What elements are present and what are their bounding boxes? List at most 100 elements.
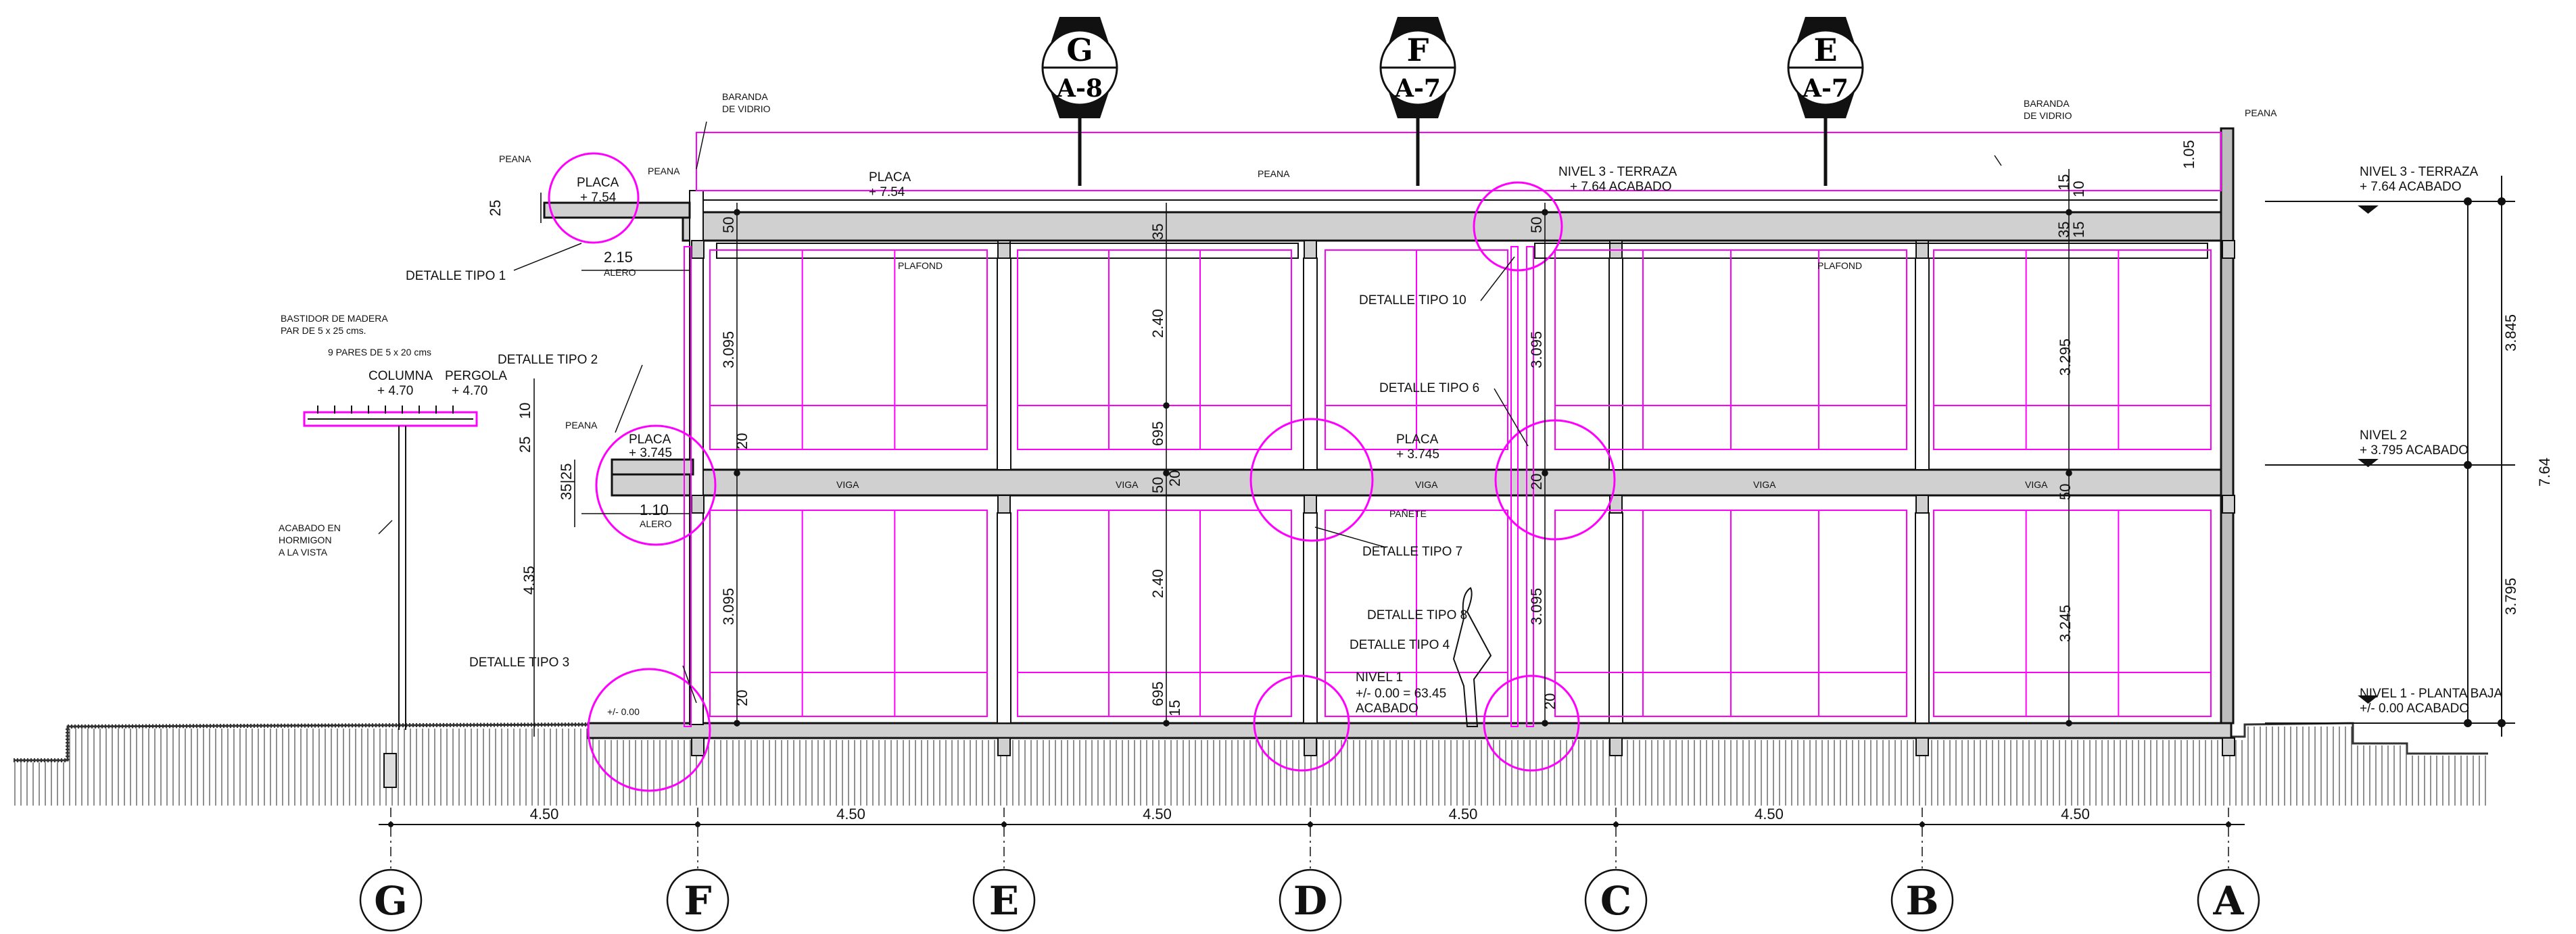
section-marker-e[interactable]: E A-7 [1787,17,1864,186]
axis-bubble [2197,868,2260,932]
section-marker-g[interactable]: GA-8 [1041,17,1118,186]
column-upper [1608,257,1623,470]
axis-tick [388,822,393,827]
dim-35-e: 35 [1149,224,1166,240]
drop-beam [2222,495,2235,514]
label-bastidor-2: PAR DE 5 x 25 cms. [281,325,366,336]
drop-beams [691,240,2235,756]
axis-g: G [359,808,423,932]
roof-slab [682,211,2233,242]
dim-10-left: 10 [517,403,533,419]
dim-alero-top: 2.15 [604,249,633,266]
detail-tipo-3: DETALLE TIPO 3 [469,656,569,670]
dim-35-25: 35|25 [558,463,575,500]
column-upper [1303,257,1318,470]
marker-sheet-ref: A-7 [1802,74,1848,103]
window-frame [709,249,988,450]
axis-tick [1919,822,1925,827]
axis-bubble [359,868,423,932]
label-placa-roof-val: + 7.54 [869,185,905,199]
axis-letter: F [684,878,711,924]
axis-tick [1001,822,1007,827]
axis-letter: D [1293,878,1327,924]
axis-letter: E [989,878,1019,924]
axis-bubble [1584,868,1648,932]
bay-vertical-dims [734,169,2072,727]
dim-20-c-lower: 20 [1542,693,1558,710]
label-peana-2: PEANA [648,166,680,176]
level2-title: NIVEL 2 [2360,428,2407,443]
drop-beam [1304,737,1317,756]
label-cero: +/- 0.00 [607,706,640,717]
level2-slab [611,468,2233,497]
column-upper [1915,257,1930,470]
label-columna: COLUMNA [368,369,433,383]
axis-e: E [972,808,1036,932]
dim-15-a: 15 [2055,174,2072,191]
dim-20-f-upper: 20 [734,433,750,449]
level3-inline-value: + 7.64 ACABADO [1570,180,1672,194]
building-structure [543,127,2235,756]
roof-overhang [543,201,691,219]
axis-bubble [1890,868,1954,932]
label-plafond-1: PLAFOND [898,260,943,271]
window-frame [1933,249,2212,450]
level1-inline-title: NIVEL 1 [1356,670,1403,685]
dim-50-e: 50 [1149,477,1166,493]
marker-sheet-ref: A-7 [1394,74,1441,103]
rotated-dims: 3.845 3.795 7.64 1.05 15 10 35 15 3.295 … [487,140,2553,716]
label-placa-d-val: + 3.745 [1396,447,1439,462]
marker-letter: E [1813,32,1837,68]
detail-4-circle [1253,674,1350,772]
glazing-frames [684,246,2212,727]
drop-beam [1304,240,1317,259]
axis-a: A [2197,808,2260,932]
viga-5: VIGA [2025,479,2048,490]
label-acabado-1: ACABADO EN [279,522,341,533]
viga-4: VIGA [1753,479,1776,490]
level1-title: NIVEL 1 - PLANTA BAJA [2360,687,2503,701]
dim-695-lower: 695 [1149,681,1166,706]
window-frame [1017,510,1292,717]
column-lower [1303,512,1318,724]
axis-tick [1613,822,1619,827]
label-peana-1: PEANA [499,153,531,164]
level2-value: + 3.795 ACABADO [2360,443,2468,458]
drop-beam [691,737,705,756]
dim-3095-c-upper: 3.095 [1528,331,1545,368]
column-lower [1915,512,1930,724]
dim-3095-c-lower: 3.095 [1528,588,1545,625]
dim-50-c: 50 [1528,217,1545,233]
dim-20-e: 20 [1166,470,1183,487]
axis-tick [695,822,700,827]
section-marker-f[interactable]: FA-7 [1379,17,1456,186]
level3-value: + 7.64 ACABADO [2360,180,2462,194]
drop-beam [691,240,705,259]
level1-inline-finish: ACABADO [1356,702,1418,716]
label-acabado-2: HORMIGON [279,535,332,545]
axis-letter: G [374,878,408,924]
pergola-detail [303,405,478,788]
detail-tipo-7: DETALLE TIPO 7 [1362,545,1462,559]
detail-tipo-6: DETALLE TIPO 6 [1379,381,1479,395]
axis-bubble [1279,868,1342,932]
label-alero-top: ALERO [604,267,636,278]
dim-20-c: 20 [1528,474,1545,490]
axis-f: F [666,808,730,932]
annotations: PEANA PEANA PLACA + 7.54 BARANDA DE VIDR… [279,91,2503,717]
ground-terrain [14,722,2488,806]
dim-3295: 3.295 [2057,339,2074,376]
dim-15-b: 15 [2070,222,2087,238]
label-plafond-2: PLAFOND [1817,260,1862,271]
label-columna-val: + 4.70 [377,384,413,398]
detail-tipo-1: DETALLE TIPO 1 [406,269,506,283]
axis-letter: C [1600,878,1631,924]
leader-lines [378,121,2002,704]
detail-tipo-4: DETALLE TIPO 4 [1350,638,1450,652]
drop-beam [997,737,1011,756]
column-lower [997,512,1011,724]
label-placa-d: PLACA [1396,433,1439,447]
bay-dimension-text: 4.50 [1143,806,1172,822]
